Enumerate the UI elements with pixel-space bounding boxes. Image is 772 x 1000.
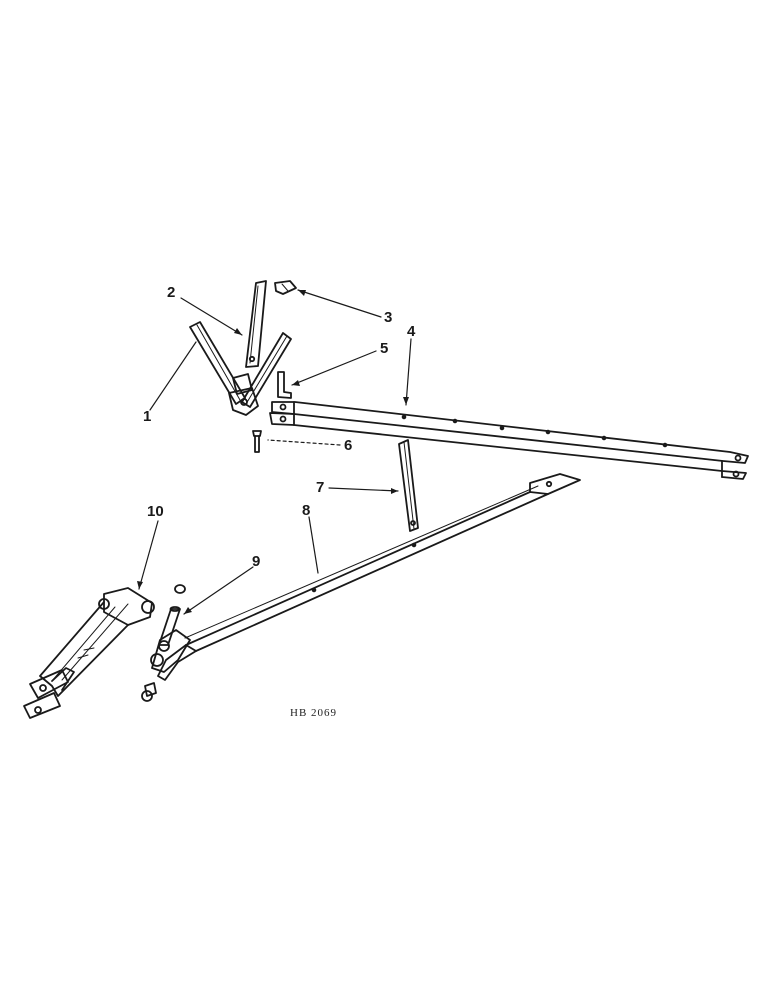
part-4-frame-channel bbox=[269, 401, 749, 480]
leader-arrowheads bbox=[137, 290, 409, 614]
leader-2 bbox=[180, 297, 243, 336]
leader-7 bbox=[328, 487, 399, 492]
part-1-v-bracket bbox=[189, 321, 292, 416]
callout-10: 10 bbox=[147, 503, 164, 520]
leader-lines bbox=[138, 289, 412, 615]
callout-3: 3 bbox=[384, 309, 393, 326]
leader-1 bbox=[149, 341, 197, 411]
part-2-upright-strip bbox=[245, 280, 267, 368]
part-3-clip bbox=[274, 280, 297, 295]
part-7-brace-strip bbox=[398, 439, 419, 532]
drawing-code: HB 2069 bbox=[290, 707, 338, 719]
callout-4: 4 bbox=[407, 323, 416, 340]
callout-7: 7 bbox=[316, 479, 325, 496]
callout-8: 8 bbox=[302, 502, 311, 519]
part-10-hitch-clevis bbox=[23, 587, 155, 719]
leader-9 bbox=[183, 566, 254, 615]
leader-10 bbox=[138, 520, 159, 590]
part-5-l-pin bbox=[277, 371, 292, 399]
callout-2: 2 bbox=[167, 284, 176, 301]
callout-9: 9 bbox=[252, 553, 261, 570]
part-6-bolt bbox=[252, 430, 262, 453]
leader-8 bbox=[308, 516, 319, 574]
callout-1: 1 bbox=[143, 408, 152, 425]
callout-6: 6 bbox=[344, 437, 353, 454]
callout-5: 5 bbox=[380, 340, 389, 357]
leader-3 bbox=[297, 289, 382, 318]
leader-5 bbox=[291, 350, 377, 386]
leader-4 bbox=[405, 338, 412, 406]
part-8-drawbar bbox=[141, 473, 581, 702]
leader-6 bbox=[267, 439, 341, 446]
part-9-pin bbox=[158, 584, 186, 646]
